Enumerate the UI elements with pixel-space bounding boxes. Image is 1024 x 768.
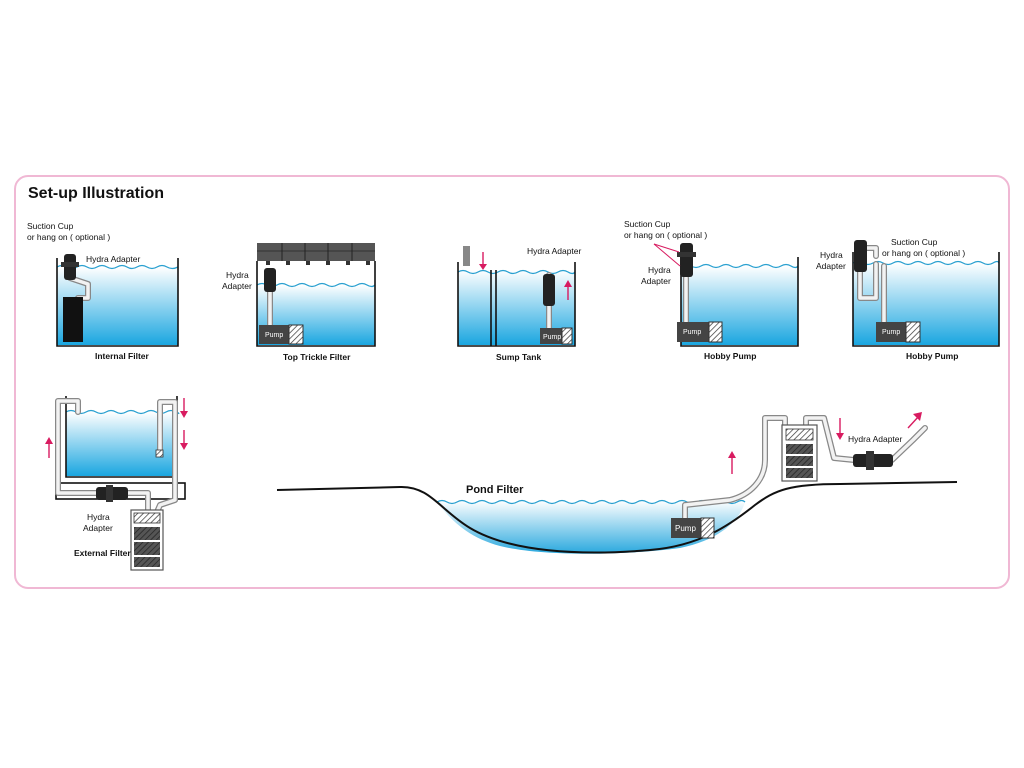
panel-pond-filter: Pump Pond Filter Hydra Adapter <box>276 412 958 554</box>
sump-pump-label: Pump <box>543 334 561 341</box>
sump-inlet-pipe <box>463 246 470 266</box>
trickle-tank-outline <box>256 261 376 347</box>
trickle-hydra-adapter <box>264 268 276 292</box>
internal-caption: Internal Filter <box>95 351 150 361</box>
pond-pump <box>671 518 701 538</box>
hobby1-pump <box>677 322 709 342</box>
sump-adapter-label: Hydra Adapter <box>527 246 582 256</box>
sump-tank-wave <box>457 269 576 275</box>
hobby2-tank-outline <box>852 252 1000 347</box>
hobby2-adapter-label-1: Hydra <box>820 250 843 260</box>
panel-external-filter: Hydra Adapter External Filter <box>45 396 188 571</box>
external-down-arrow-1 <box>180 398 188 418</box>
sump-hydra-adapter <box>543 274 555 306</box>
trickle-pump <box>259 325 289 344</box>
hobby2-pump-label: Pump <box>882 329 900 336</box>
hobby1-adapter-label-1: Hydra <box>648 265 671 275</box>
internal-suction-label-1: Suction Cup <box>27 221 74 231</box>
panel-internal-filter: Suction Cup or hang on ( optional ) Hydr… <box>27 221 179 361</box>
trickle-adapter-label-2: Adapter <box>222 281 252 291</box>
pond-up-arrow <box>728 451 736 474</box>
internal-tank-outline <box>56 258 179 347</box>
external-caption: External Filter <box>74 548 131 558</box>
panel-sump-tank: Pump Hydra Adapter Sump Tank <box>457 246 582 362</box>
sump-down-arrow <box>479 252 487 270</box>
pond-pump-label: Pump <box>675 524 696 533</box>
hobby1-caption: Hobby Pump <box>704 351 756 361</box>
hobby2-suction-label-1: Suction Cup <box>891 237 938 247</box>
panel-top-trickle-filter: Pump Hydra Adapter Top Trickle Filter <box>222 243 376 362</box>
illustration-frame <box>14 175 1010 589</box>
internal-filter-body <box>63 297 83 342</box>
pond-down-arrow <box>836 418 844 440</box>
pond-adapter-label: Hydra Adapter <box>848 434 903 444</box>
page-title: Set-up Illustration <box>28 185 164 202</box>
trickle-adapter-label-1: Hydra <box>226 270 249 280</box>
sump-up-arrow <box>564 280 572 300</box>
hobby1-suction-label-1: Suction Cup <box>624 219 671 229</box>
trickle-tray <box>257 243 375 261</box>
sump-caption: Sump Tank <box>496 352 541 362</box>
external-adapter-label-1: Hydra <box>87 512 110 522</box>
pond-outflow-arrow <box>907 412 922 429</box>
hobby1-pump-label: Pump <box>683 329 701 336</box>
internal-adapter-label: Hydra Adapter <box>86 254 141 264</box>
panel-hobby-pump-2: Pump Suction Cup or hang on ( optional )… <box>816 237 1000 361</box>
hobby2-caption: Hobby Pump <box>906 351 958 361</box>
panel-hobby-pump-1: Pump Suction Cup or hang on ( optional )… <box>624 219 799 361</box>
external-tank-wave <box>65 409 180 415</box>
trickle-caption: Top Trickle Filter <box>283 352 351 362</box>
hobby1-adapter-label-2: Adapter <box>641 276 671 286</box>
hobby2-pump <box>876 322 906 342</box>
external-up-arrow <box>45 437 53 458</box>
external-adapter-label-2: Adapter <box>83 523 113 533</box>
internal-suction-label-2: or hang on ( optional ) <box>27 232 110 242</box>
sump-pump <box>540 328 562 344</box>
hobby1-suction-label-2: or hang on ( optional ) <box>624 230 707 240</box>
hobby1-tank-wave <box>680 263 799 269</box>
hobby2-hydra-adapter <box>854 240 867 272</box>
pond-water <box>437 500 745 554</box>
pond-caption: Pond Filter <box>466 484 524 496</box>
sump-tank-outline <box>457 262 576 347</box>
hobby1-hydra-adapter <box>680 243 693 277</box>
hobby2-adapter-label-2: Adapter <box>816 261 846 271</box>
external-down-arrow-2 <box>180 430 188 450</box>
pond-ground-line <box>276 481 958 554</box>
trickle-tank-wave <box>256 282 376 288</box>
trickle-pump-label: Pump <box>265 332 283 339</box>
hobby2-suction-label-2: or hang on ( optional ) <box>882 248 965 258</box>
hobby1-tank-outline <box>680 257 799 347</box>
hobby2-tank-wave <box>852 260 1000 266</box>
